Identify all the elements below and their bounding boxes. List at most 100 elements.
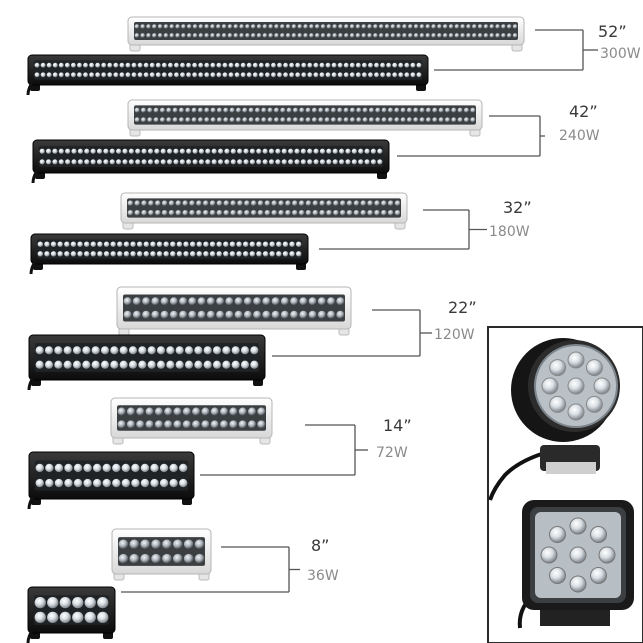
- bar-led: [317, 310, 326, 319]
- bar-led: [262, 24, 268, 29]
- bar-led: [72, 346, 82, 355]
- bar-led: [254, 107, 261, 113]
- bar-led: [290, 310, 299, 319]
- bar-led: [257, 200, 264, 207]
- bar-led: [138, 346, 147, 355]
- bar-led: [345, 148, 351, 154]
- bar-led: [419, 107, 425, 113]
- bar-led: [92, 478, 102, 488]
- bar-led: [292, 200, 298, 207]
- light-bar-white-7: [116, 286, 352, 336]
- bar-led: [333, 209, 339, 216]
- bar-led: [387, 200, 394, 207]
- bar-led: [256, 33, 262, 38]
- bar-led: [197, 297, 206, 306]
- bar-led: [46, 72, 52, 78]
- bar-led: [271, 310, 280, 319]
- bar-led: [189, 251, 196, 257]
- bar-led: [173, 148, 179, 154]
- bar-led: [319, 62, 325, 68]
- bar-led: [163, 241, 169, 247]
- bar-led: [300, 148, 306, 154]
- bar-led: [466, 33, 471, 38]
- bar-led: [179, 297, 188, 306]
- bar-led: [353, 200, 360, 207]
- bar-led: [198, 33, 204, 38]
- bar-led: [50, 251, 57, 257]
- bar-cable: [27, 377, 35, 391]
- bar-led: [237, 148, 243, 154]
- bar-led: [192, 24, 198, 29]
- bar-led: [154, 148, 160, 154]
- bar-led: [268, 159, 275, 165]
- bar-led: [286, 107, 292, 113]
- bar-led: [384, 24, 390, 29]
- bar-led: [361, 62, 367, 68]
- bar-led: [150, 478, 159, 488]
- bar-led: [70, 62, 76, 68]
- size-label-22: 22”: [448, 298, 477, 317]
- bar-led: [35, 478, 44, 488]
- bar-led: [83, 251, 90, 257]
- bar-led: [460, 33, 466, 38]
- bar-led: [91, 360, 100, 369]
- bar-led: [413, 24, 419, 29]
- bar-led: [196, 241, 203, 247]
- bar-led: [337, 117, 343, 123]
- bar-led: [305, 209, 312, 216]
- bar-led: [285, 24, 291, 29]
- bar-led: [381, 107, 387, 113]
- bar-cable: [26, 630, 34, 643]
- bar-led: [167, 148, 173, 154]
- bar-led: [394, 117, 400, 123]
- bar-led: [408, 33, 413, 38]
- bar-led: [229, 407, 238, 416]
- bar-led: [360, 200, 367, 207]
- bar-led: [308, 310, 317, 319]
- bar-led: [143, 62, 149, 68]
- light-bar-white-3: [127, 99, 483, 137]
- bar-led: [216, 117, 223, 123]
- bar-led: [119, 72, 125, 78]
- bar-led: [179, 148, 185, 154]
- bar-led: [159, 478, 169, 488]
- bar-led: [250, 24, 256, 29]
- bar-led: [70, 72, 76, 78]
- bar-led: [313, 148, 319, 154]
- bar-led: [112, 463, 121, 473]
- bar-led: [161, 72, 167, 78]
- bar-led: [273, 117, 280, 123]
- bar-led: [419, 24, 425, 29]
- bar-led: [57, 251, 63, 257]
- bar-led: [261, 117, 267, 123]
- size-label-group: 52” 300W 42” 240W 32” 180W 22” 120W 14” …: [307, 22, 641, 584]
- bar-led: [438, 117, 444, 123]
- size-label-8: 8”: [311, 536, 329, 555]
- bar-led: [162, 539, 172, 550]
- bar-led: [243, 159, 249, 165]
- bar-led: [202, 200, 209, 207]
- bar-led: [223, 200, 230, 207]
- bar-led: [364, 159, 370, 165]
- bar-led: [305, 117, 311, 123]
- bar-led: [256, 24, 262, 29]
- bar-led: [205, 159, 211, 165]
- bar-led: [169, 478, 178, 488]
- power-label-36w: 36W: [307, 568, 339, 584]
- bar-led: [294, 148, 300, 154]
- bar-led: [364, 148, 370, 154]
- bar-led: [240, 62, 246, 68]
- bar-led: [135, 159, 141, 165]
- bar-led: [35, 360, 44, 369]
- bar-led: [181, 24, 186, 29]
- bar-led: [392, 62, 398, 68]
- bar-led: [326, 209, 332, 216]
- bar-led: [356, 117, 362, 123]
- bar-led: [181, 33, 186, 38]
- bar-led: [451, 107, 457, 113]
- bar-led: [123, 310, 132, 319]
- bar-led: [192, 420, 201, 429]
- bar-led: [113, 72, 119, 78]
- bar-led: [237, 209, 243, 216]
- bar-led: [269, 251, 275, 257]
